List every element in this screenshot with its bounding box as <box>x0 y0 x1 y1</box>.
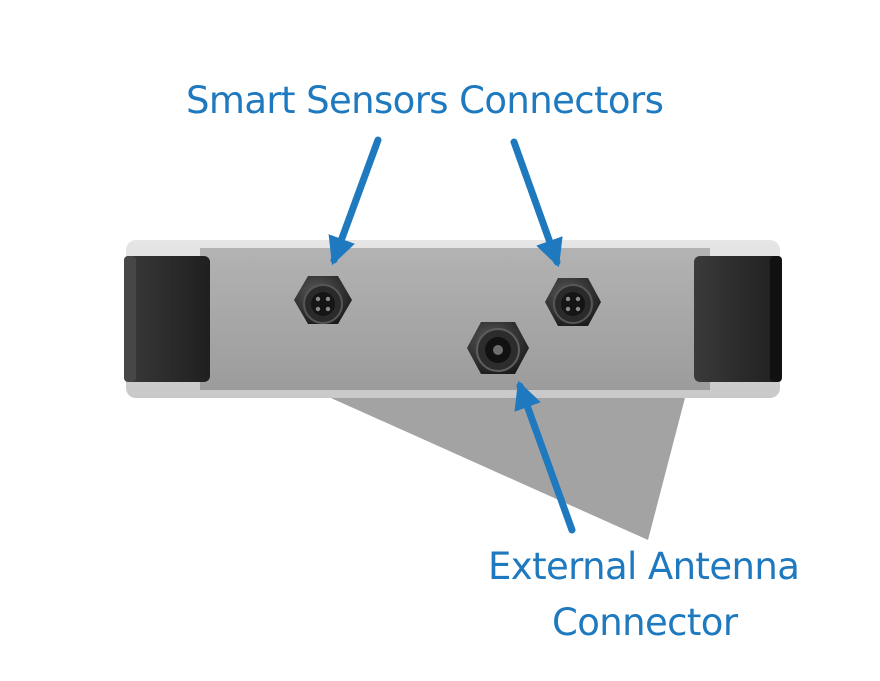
device-shadow <box>322 394 686 540</box>
left-bumper <box>124 256 210 382</box>
arrow-right-sensor <box>510 138 563 268</box>
sensor-connector-left <box>294 276 352 324</box>
arrow-left-sensor <box>328 136 382 266</box>
antenna-connector <box>467 322 529 374</box>
antenna-callout-label-line2: Connector <box>552 601 738 644</box>
right-bumper <box>694 256 782 382</box>
antenna-callout-label-line1: External Antenna <box>488 545 800 588</box>
sensor-connector-right <box>545 278 601 326</box>
housing-face <box>200 248 710 390</box>
arrow-antenna <box>514 380 576 534</box>
sensors-callout-label: Smart Sensors Connectors <box>186 79 664 122</box>
